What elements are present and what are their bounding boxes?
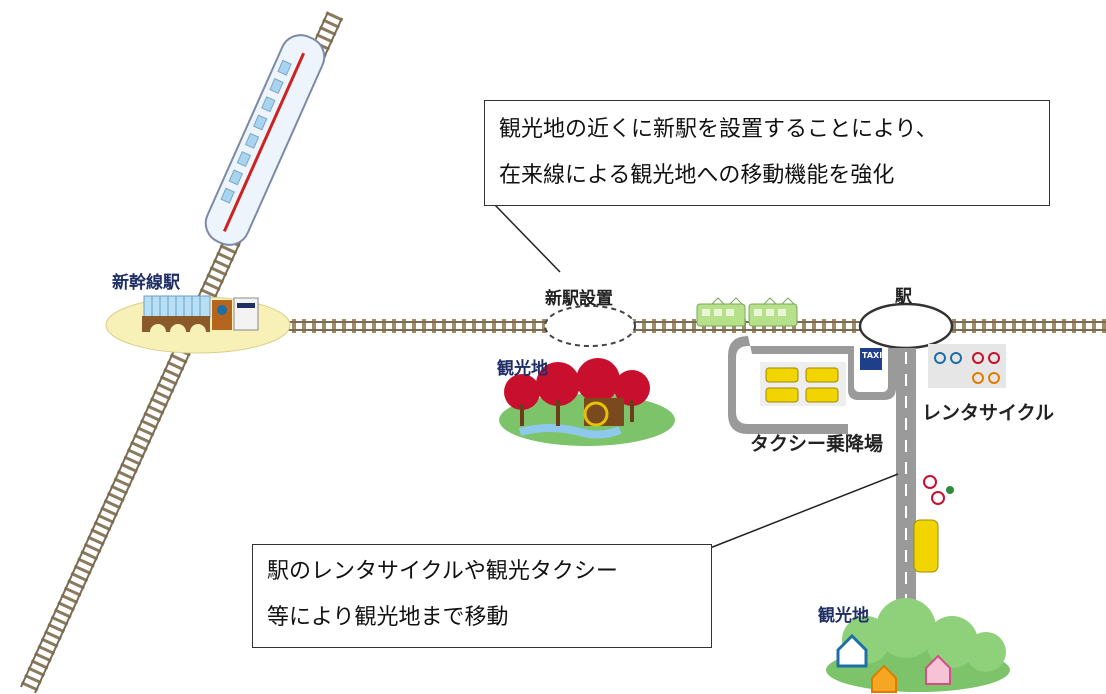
new-station-label: 新駅設置 <box>545 289 613 309</box>
tourist-spot-bottom-label: 観光地 <box>818 606 869 626</box>
waterwheel-icon <box>583 398 624 427</box>
station-building-icon <box>142 295 259 332</box>
callout-top: 観光地の近くに新駅を設置することにより、 在来線による観光地への移動機能を強化 <box>484 100 1050 206</box>
callout-bottom-line2: 等により観光地まで移動 <box>267 605 509 630</box>
new-station-marker <box>544 305 636 347</box>
local-train-icon <box>696 297 798 327</box>
callout-top-line2: 在来線による観光地への移動機能を強化 <box>499 163 895 188</box>
callout-bottom-pointer <box>709 473 899 549</box>
conventional-track <box>280 319 1106 333</box>
house-icon <box>836 633 951 693</box>
station-label: 駅 <box>895 287 912 307</box>
callout-bottom: 駅のレンタサイクルや観光タクシー 等により観光地まで移動 <box>252 544 712 648</box>
shinkansen-train-icon <box>204 34 326 246</box>
road <box>896 348 916 614</box>
tourist-spot-bottom <box>826 598 1010 693</box>
taxi-stand-area <box>728 336 896 434</box>
rental-cycle-label: レンタサイクル <box>922 402 1055 424</box>
station-marker <box>858 302 954 350</box>
tourist-spot-left <box>499 358 675 446</box>
bicycle-icon <box>923 344 1006 505</box>
shinkansen-station-label: 新幹線駅 <box>112 273 180 293</box>
tourist-spot-left-label: 観光地 <box>497 359 548 379</box>
callout-bottom-line1: 駅のレンタサイクルや観光タクシー <box>267 559 618 584</box>
callout-top-line1: 観光地の近くに新駅を設置することにより、 <box>499 117 938 142</box>
taxi-car-icon <box>913 519 939 573</box>
taxi-icon <box>860 348 882 370</box>
callout-top-pointer <box>493 203 561 273</box>
taxi-stand-label: タクシー乗降場 <box>750 433 884 455</box>
taxi-sign-text: TAXI <box>862 351 883 360</box>
